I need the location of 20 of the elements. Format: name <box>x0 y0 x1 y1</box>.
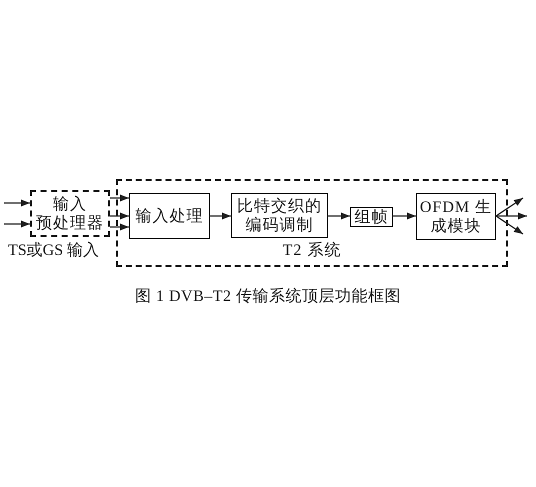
process-box: 输入处理 <box>129 193 210 239</box>
arrow <box>210 212 231 220</box>
arrow <box>496 212 527 220</box>
arrow <box>496 197 524 217</box>
arrow <box>110 194 129 202</box>
process-box: 比特交织的编码调制 <box>231 193 328 238</box>
system-boundary <box>116 179 508 267</box>
arrow <box>110 224 129 230</box>
input-label: TS或GS 输入 <box>8 241 100 260</box>
arrow <box>4 220 30 228</box>
arrow <box>496 215 524 235</box>
process-box: 组帧 <box>350 207 393 227</box>
arrow <box>4 200 30 206</box>
process-box: OFDM 生成模块 <box>416 193 496 240</box>
arrow <box>393 212 416 220</box>
arrow <box>328 212 350 220</box>
figure-caption: 图 1 DVB–T2 传输系统顶层功能框图 <box>134 287 402 306</box>
arrow <box>110 212 129 220</box>
boundary-label: T2 系统 <box>282 241 342 260</box>
process-box: 输入预处理器 <box>30 190 110 237</box>
